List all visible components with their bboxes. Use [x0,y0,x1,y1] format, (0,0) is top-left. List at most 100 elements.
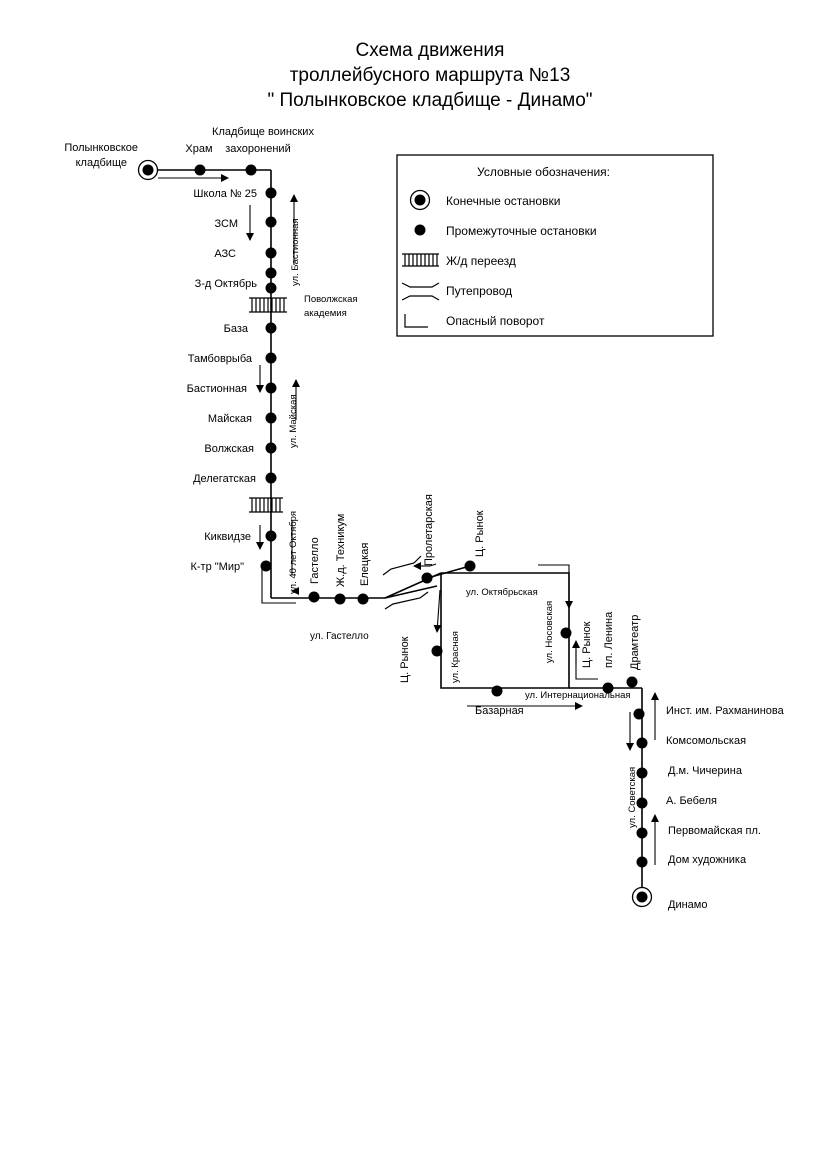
stop-dot-delegatskaya [265,472,277,484]
stop-dot-bastionnaya [265,382,277,394]
street-krasnaya: ул. Красная [450,631,461,683]
label-ts-rynok-right: Ц. Рынок [581,621,593,668]
stop-dot-kikvidze [265,530,277,542]
stop-dot-proletarskaya [421,572,433,584]
legend: Условные обозначения: Конечные остановки… [396,154,714,337]
street-internatsionalnaya: ул. Интернациональная [525,690,631,701]
stop-dot-pl-lenina [602,682,614,694]
label-eletskaya: Елецкая [359,543,371,586]
label-shkola: Школа № 25 [193,188,257,200]
label-dom-khudozhnika: Дом художника [668,854,747,866]
label-k-tr-mir: К-тр "Мир" [190,561,244,573]
label-baza: База [224,323,249,335]
label-rakhmaninov: Инст. им. Рахманинова [666,705,785,717]
label-polynkovskoe-1: Полынковское [64,142,138,154]
legend-railway-label: Ж/д переезд [446,254,516,268]
stop-dot-tambovryba [265,352,277,364]
terminal-stop-polynkovskoe [137,159,159,181]
stop-dot-rakhmaninov [633,708,645,720]
stop-dot-dramteatr [626,676,638,688]
legend-heading: Условные обозначения: [477,165,610,179]
legend-terminal-label: Конечные остановки [446,194,560,208]
label-delegatskaya: Делегатская [193,473,256,485]
stop-dot-ts-rynok-left [431,645,443,657]
label-hram: Храм [185,143,212,155]
title-line-2: троллейбусного маршрута №13 [289,65,571,86]
stop-dot-eletskaya [357,593,369,605]
legend-danger-turn-label: Опасный поворот [446,314,545,328]
street-bastionnaya: ул. Бастионная [290,219,301,287]
label-chicherina: Д.м. Чичерина [668,765,743,777]
street-gastello: ул. Гастелло [310,631,369,642]
stop-dot-chicherina [636,767,648,779]
terminal-stop-dinamo [631,886,653,908]
legend-frame [396,154,714,337]
label-kikvidze: Киквидзе [204,531,251,543]
label-ts-rynok-top: Ц. Рынок [474,510,486,557]
label-bebelya: А. Бебеля [666,795,717,807]
label-bazarnaya: Базарная [475,705,524,717]
label-bastionnaya: Бастионная [187,383,247,395]
title-line-1: Схема движения [355,40,505,61]
label-zsm: ЗСМ [214,218,238,230]
legend-railway-icon [402,253,439,267]
street-sovetskaya: ул. Советская [627,767,638,828]
stop-dot-volzhskaya [265,442,277,454]
stop-dot-zsm [265,216,277,228]
label-azs: АЗС [214,248,236,260]
stop-dot-komsomolskaya [636,737,648,749]
label-dinamo: Динамо [668,899,707,911]
legend-intermediate-icon [414,224,426,236]
stop-dot-bazarnaya [491,685,503,697]
label-kladbische-voin-1: Кладбище воинских [212,126,314,138]
street-mayskaya: ул. Майская [288,394,299,448]
label-pervomayskaya: Первомайская пл. [668,825,761,837]
legend-danger-turn-icon [404,314,428,328]
stop-dot-azs [265,247,277,259]
stop-dot-zhd-tekhnikum [334,593,346,605]
label-gastello: Гастелло [309,537,321,584]
title-line-3: " Полынковское кладбище - Динамо" [267,90,593,111]
street-oktyabrskaya: ул. Октябрьская [466,587,538,598]
legend-overpass-icon [401,282,440,301]
stop-dot-ts-rynok-right [560,627,572,639]
stop-dot-hram [194,164,206,176]
label-proletarskaya: Пролетарская [423,494,435,566]
stop-dot-k-tr-mir [260,560,272,572]
label-povolzh-1: Поволжская [304,294,358,305]
stop-dot-mayskaya [265,412,277,424]
label-polynkovskoe-2: кладбище [76,157,127,169]
legend-intermediate-label: Промежуточные остановки [446,224,597,238]
stop-dot-ts-rynok-top [464,560,476,572]
street-sorok-let: ул. 40 лет Октября [288,511,299,594]
railway-crossing-2 [249,497,283,513]
label-dramteatr: Драмтеатр [629,615,641,670]
stop-dot-kladbische-voin [245,164,257,176]
direction-arrows [158,174,659,865]
label-kladbische-voin-2: захоронений [225,143,290,155]
overpass [382,555,429,610]
stop-dot-z-d-oktyabr-1 [265,267,277,279]
label-pl-lenina: пл. Ленина [603,611,615,668]
stop-dot-gastello [308,591,320,603]
legend-overpass-label: Путепровод [446,284,512,298]
stop-dot-baza [265,322,277,334]
street-nosovskaya: ул. Носовская [544,601,555,663]
label-tambovryba: Тамбоврыба [188,353,253,365]
label-ts-rynok-left: Ц. Рынок [399,636,411,683]
stop-dot-bebelya [636,797,648,809]
stop-dot-shkola [265,187,277,199]
route-line [148,169,643,896]
intermediate-stops [194,164,648,868]
stop-dot-z-d-oktyabr-2 [265,282,277,294]
label-volzhskaya: Волжская [204,443,254,455]
label-z-d-oktyabr: З-д Октябрь [195,278,258,290]
label-mayskaya: Майская [208,413,252,425]
label-zhd-tekhnikum: Ж.д. Техникум [335,514,347,587]
label-povolzh-2: академия [304,308,347,319]
railway-crossing-1 [249,297,287,313]
label-komsomolskaya: Комсомольская [666,735,746,747]
stop-dot-dom-khudozhnika [636,856,648,868]
stop-dot-pervomayskaya [636,827,648,839]
